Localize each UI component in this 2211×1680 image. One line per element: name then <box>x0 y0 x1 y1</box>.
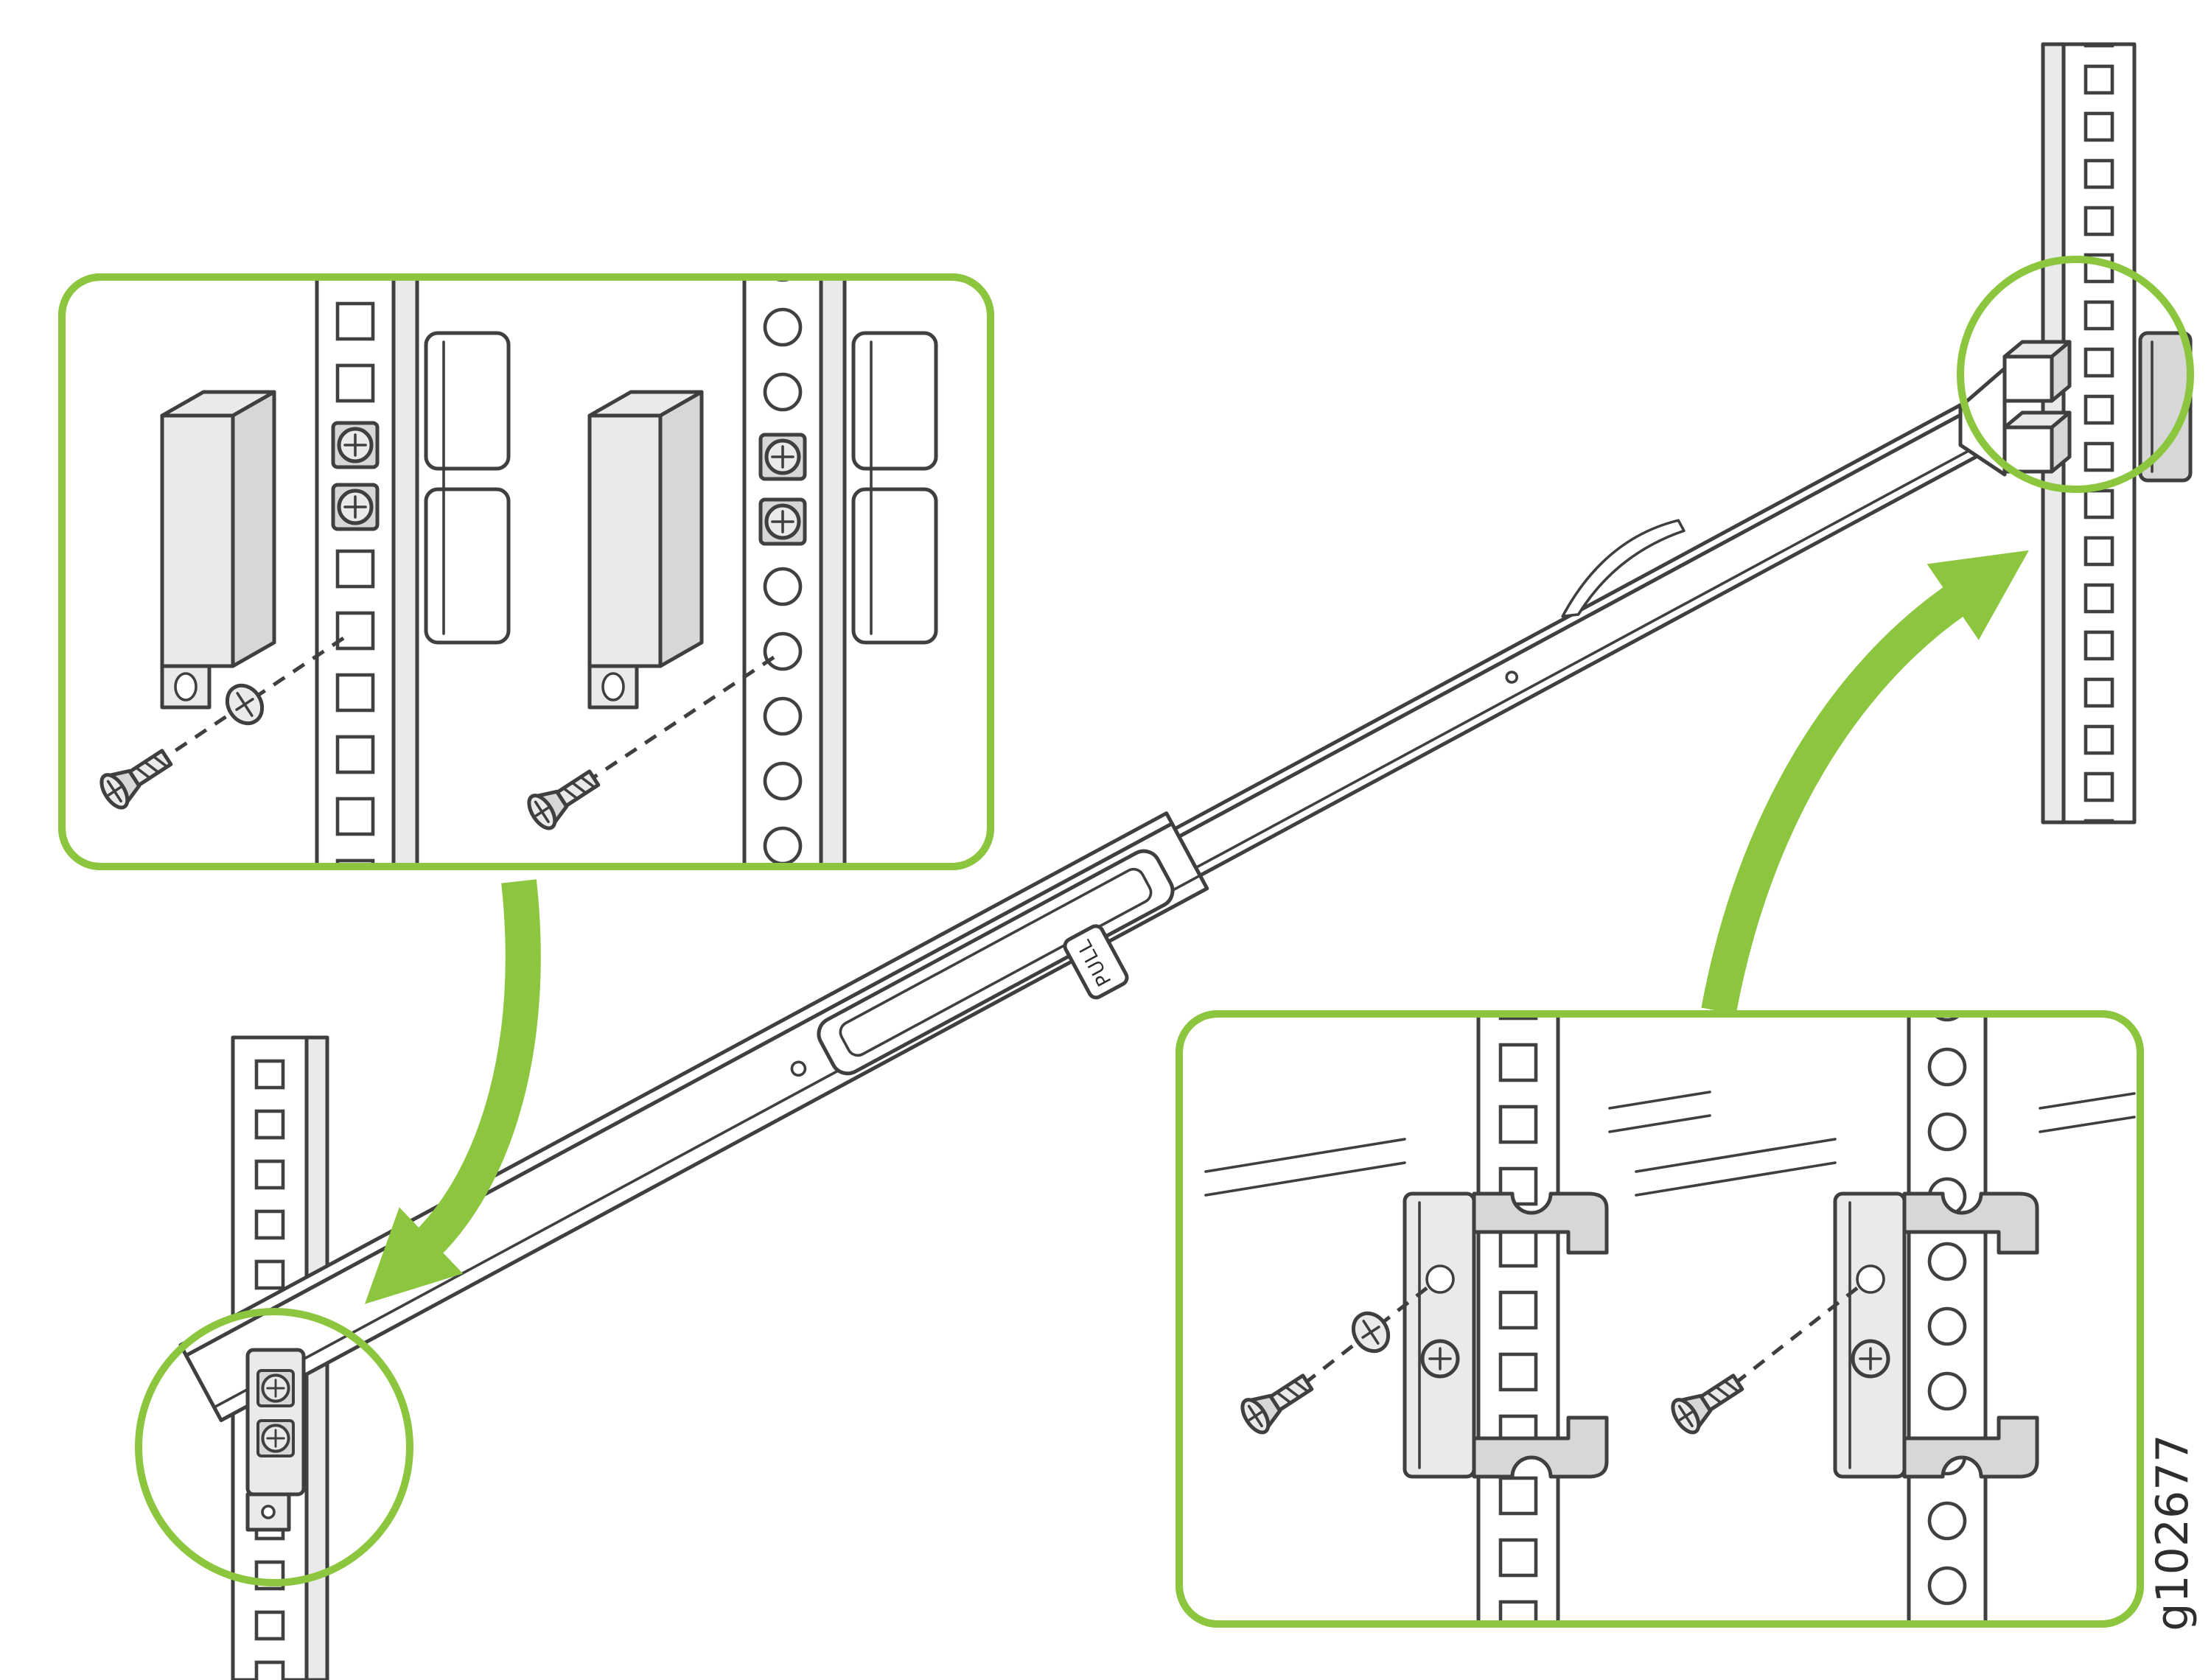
bracket-hole <box>1425 1264 1455 1294</box>
callout-arrow-to-rear-post <box>1701 550 2029 1015</box>
cage-nut-screw <box>333 423 377 467</box>
round-hole-post-variant <box>524 277 938 867</box>
inner-rail-hole <box>1505 671 1519 684</box>
bottom-hook <box>1902 1415 2039 1479</box>
square-hole-post-variant <box>97 277 511 867</box>
rear-hook-bracket <box>1833 1191 2039 1479</box>
rail-end-fragment <box>851 331 938 471</box>
cage-nut-screw <box>258 1421 293 1456</box>
callout-arrow-to-front-post <box>365 879 541 1304</box>
cage-nut-screw <box>761 435 805 479</box>
bottom-hook <box>1472 1415 1609 1479</box>
inner-rail-front <box>1177 404 2000 878</box>
cage-nut-screw <box>258 1371 293 1406</box>
square-hole-post-variant <box>1204 1014 1711 1624</box>
mounting-clip-block <box>160 390 276 710</box>
top-hook <box>1472 1191 1609 1255</box>
rail-line-fragment <box>1635 1138 1837 1197</box>
rear-attachment-highlight <box>1957 256 2194 493</box>
screw-alignment-line <box>591 655 775 780</box>
front-mount-bracket <box>245 1348 306 1532</box>
mounting-clip-block <box>587 390 704 710</box>
rail-channel-top <box>178 811 1174 1358</box>
rail-end-fragment <box>424 331 511 471</box>
rail-latch-plate <box>817 849 1175 1076</box>
spring-latch-arm <box>1561 519 1686 618</box>
cage-nut-screw <box>761 500 805 544</box>
front-attachment-highlight <box>135 1308 413 1586</box>
rear-rack-post <box>2041 42 2137 825</box>
rear-retention-plate <box>2138 331 2193 483</box>
screw-alignment-line <box>1735 1287 1859 1384</box>
phillips-screw <box>1422 1341 1458 1376</box>
rear-hook-bracket <box>1403 1191 1609 1479</box>
rail-hole <box>790 1060 807 1077</box>
rail-end-bracket <box>1958 340 2072 477</box>
rear-bracket-callout <box>1176 1010 2144 1628</box>
round-hole-post-variant <box>1635 1014 2136 1624</box>
top-hook <box>1902 1191 2039 1255</box>
rail-line-fragment <box>1204 1138 1406 1197</box>
front-clip-callout <box>58 273 994 870</box>
cage-nut-screw <box>333 485 377 529</box>
bracket-hole <box>1856 1264 1885 1294</box>
phillips-screw <box>1853 1341 1888 1376</box>
figure-id-label: g102677 <box>2147 1434 2198 1631</box>
inner-rail-top <box>1173 396 1979 839</box>
